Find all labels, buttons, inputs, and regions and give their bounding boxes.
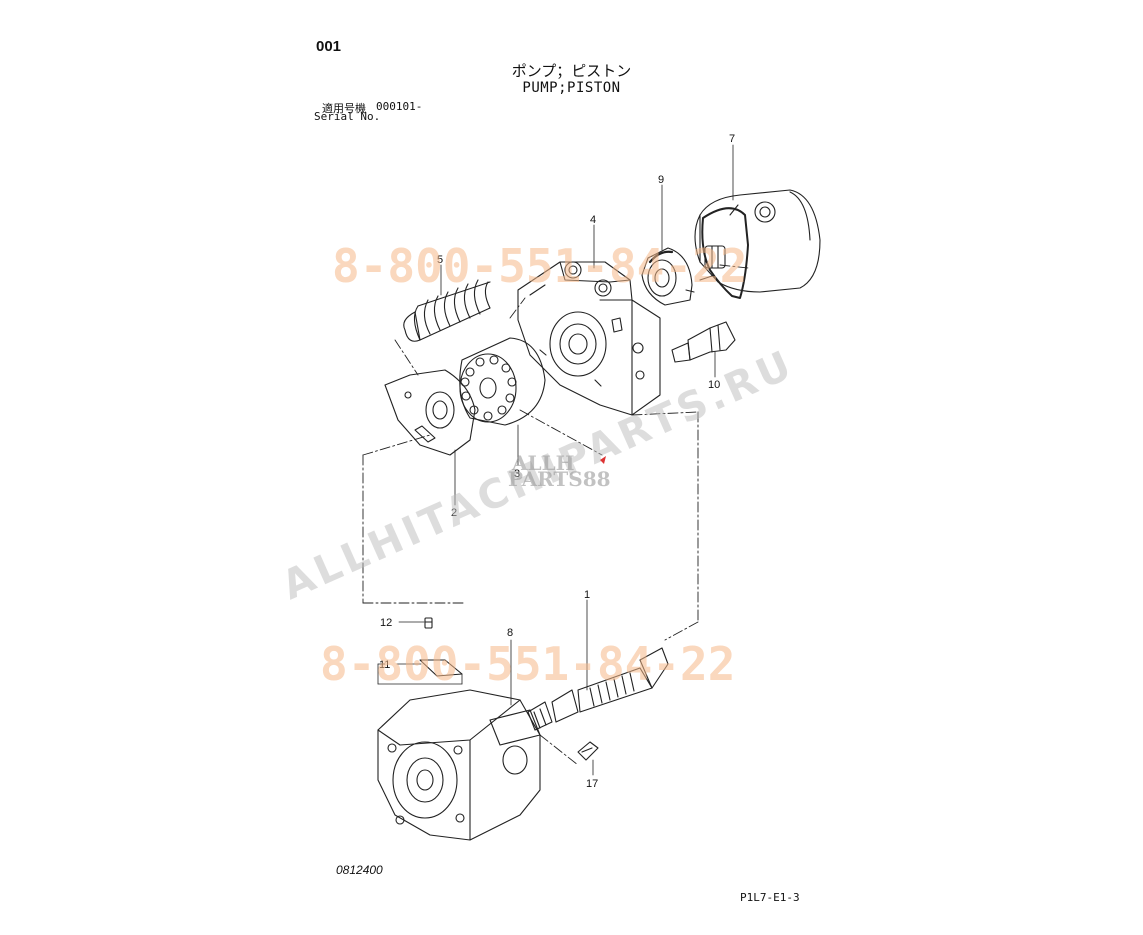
watermark-logo-bottom: PARTS88 [508, 467, 611, 491]
callout-2: 2 [451, 507, 457, 519]
part-10-relief-valve [671, 321, 736, 363]
callout-7: 7 [729, 133, 735, 145]
part-5-spring [403, 279, 491, 342]
page-number: 001 [316, 38, 342, 55]
sheet-reference: P1L7-E1-3 [740, 891, 800, 904]
part-2-port-plate [384, 369, 476, 456]
callout-1: 1 [584, 589, 590, 601]
serial-value: 000101- [376, 100, 423, 113]
part-1-shaft [527, 647, 669, 731]
part-12-screw [424, 617, 433, 629]
part-9-plate [641, 247, 695, 306]
title-japanese: ポンプ；ピストン [511, 62, 632, 80]
callout-12: 12 [380, 617, 392, 629]
part-8-pump-housing [377, 689, 541, 841]
title-english: PUMP;PISTON [522, 80, 621, 96]
callout-4: 4 [590, 214, 596, 226]
serial-label-japanese: 適用号機 [322, 102, 366, 115]
part-17-fitting [577, 741, 599, 761]
callout-17: 17 [586, 778, 598, 790]
callout-5: 5 [437, 254, 443, 266]
part-3-cylinder-block [459, 337, 546, 426]
watermark-phone-top: 8-800-551-84-22 [332, 239, 747, 293]
callout-9: 9 [658, 174, 664, 186]
part-7-gear-pump [694, 189, 821, 299]
watermark-logo-mark [600, 456, 606, 464]
callout-11: 11 [379, 659, 390, 671]
part-4-valve-block [517, 261, 661, 416]
watermark-logo-top: ALLH [511, 451, 575, 475]
callout-3: 3 [514, 468, 520, 480]
callout-10: 10 [708, 379, 720, 391]
serial-label-english: Serial No. [314, 110, 381, 123]
callout-8: 8 [507, 627, 513, 639]
watermark-phone-bottom: 8-800-551-84-22 [320, 637, 735, 691]
drawing-number: 0812400 [336, 863, 383, 877]
